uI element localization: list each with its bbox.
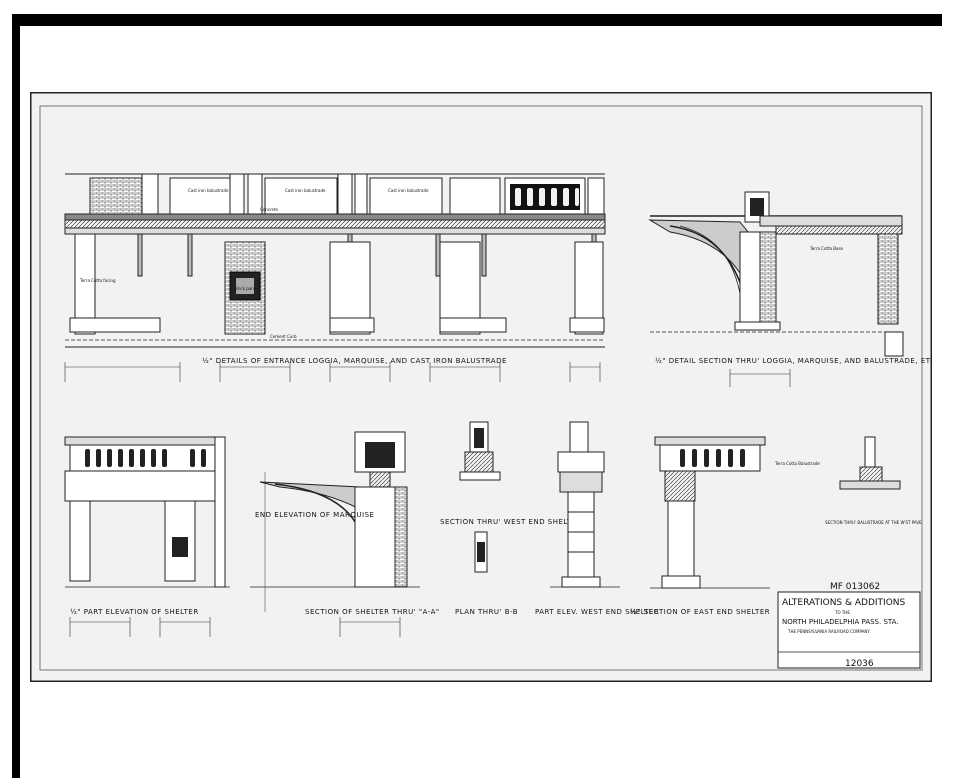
- note-terra-cotta: Terra Cotta facing: [79, 278, 116, 283]
- sheet-number: 12036: [845, 659, 874, 669]
- balustrade-section: [839, 436, 901, 490]
- east-end-section: [650, 436, 770, 589]
- title-block-line1: ALTERATIONS & ADDITIONS: [782, 598, 906, 608]
- title-section-aa: SECTION OF SHELTER THRU' "A-A": [305, 608, 440, 616]
- note-brick-pane: Brick pane: [235, 286, 257, 291]
- frame-left-border: [12, 14, 20, 778]
- note-terra-cotta-balustrade: Terra Cotta Balustrade: [774, 461, 820, 466]
- title-plan-bb: PLAN THRU' B-B: [455, 608, 518, 616]
- west-end-elevation: [550, 421, 620, 588]
- frame-top-border: [12, 14, 942, 26]
- loggia-section: [648, 191, 904, 387]
- drawing-sheet: Cast iron balustrade Cast iron balustrad…: [28, 90, 938, 684]
- note-concrete: Concrete: [260, 207, 279, 212]
- title-loggia-section: ½" DETAIL SECTION THRU' LOGGIA, MARQUISE…: [655, 357, 932, 365]
- title-west-end-section: SECTION THRU' WEST END SHELTER: [440, 518, 582, 526]
- title-block-line3: NORTH PHILADELPHIA PASS. STA.: [782, 618, 899, 626]
- marquise-section: [250, 431, 420, 637]
- title-loggia-details: ½" DETAILS OF ENTRANCE LOGGIA, MARQUISE,…: [202, 357, 507, 365]
- note-cement-curb: Cement Curb: [270, 334, 297, 339]
- note-balustrade: Cast iron balustrade: [188, 188, 229, 193]
- title-west-end-elevation: PART ELEV. WEST END SHELTER: [535, 608, 659, 616]
- note-balustrade-3: Cast iron balustrade: [388, 188, 429, 193]
- note-terra-cotta-base: Terra Cotta Base: [809, 246, 844, 251]
- shelter-elevation: [64, 436, 230, 637]
- west-end-section: [459, 421, 501, 573]
- title-block: [777, 591, 921, 669]
- title-shelter-elevation: ½" PART ELEVATION OF SHELTER: [70, 608, 199, 616]
- title-balustrade-section: SECTION THRU' BALUSTRADE AT THE W'ST PAV…: [825, 520, 922, 525]
- loggia-elevation: [64, 173, 606, 382]
- title-block-line4: THE PENNSYLVANIA RAILROAD COMPANY: [787, 629, 870, 634]
- title-east-end-section: ½" SECTION OF EAST END SHELTER: [630, 608, 770, 616]
- note-balustrade-2: Cast iron balustrade: [285, 188, 326, 193]
- title-end-elevation: END ELEVATION OF MARQUISE: [255, 511, 374, 519]
- stamp-number: MF 013062: [830, 582, 880, 592]
- title-block-line2: TO THE: [834, 610, 850, 615]
- blueprint-drawing: Cast iron balustrade Cast iron balustrad…: [28, 90, 938, 684]
